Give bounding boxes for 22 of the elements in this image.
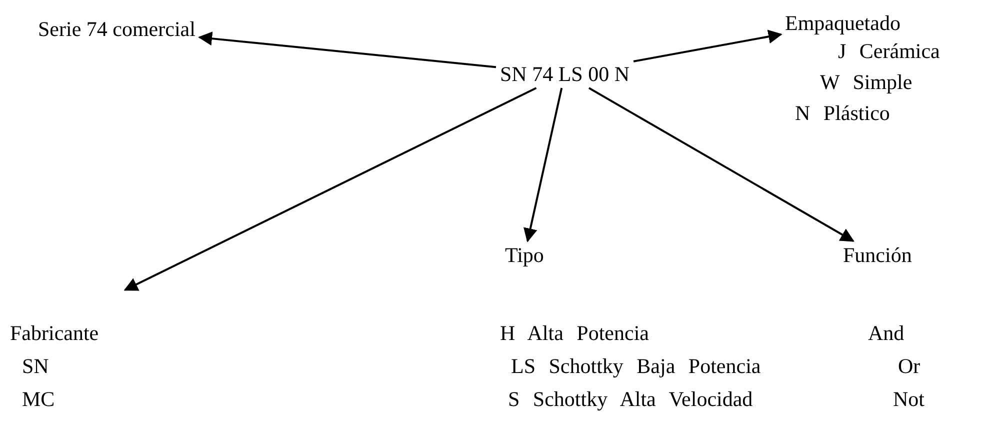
node-label: Función	[843, 243, 912, 267]
code-label: H Alta Potencia	[500, 321, 649, 345]
code-label: J Cerámica	[838, 39, 940, 63]
arrow	[633, 30, 782, 62]
node-label: Fabricante	[10, 321, 99, 345]
node-label: Serie 74 comercial	[38, 17, 196, 41]
node-label: Tipo	[505, 243, 544, 267]
arrow	[588, 87, 854, 242]
code-label: MC	[22, 387, 55, 411]
code-label: LS Schottky Baja Potencia	[511, 354, 761, 378]
arrow	[524, 88, 563, 242]
arrow	[198, 32, 496, 68]
code-label: Not	[893, 387, 924, 411]
code-label: And	[868, 321, 904, 345]
node-label: Empaquetado	[785, 11, 900, 35]
code-label: S Schottky Alta Velocidad	[508, 387, 753, 411]
node-label: SN 74 LS 00 N	[500, 62, 630, 86]
arrow	[124, 87, 537, 291]
code-label: Or	[898, 354, 920, 378]
code-label: N Plástico	[795, 101, 890, 125]
code-label: SN	[22, 354, 49, 378]
code-label: W Simple	[820, 70, 912, 94]
